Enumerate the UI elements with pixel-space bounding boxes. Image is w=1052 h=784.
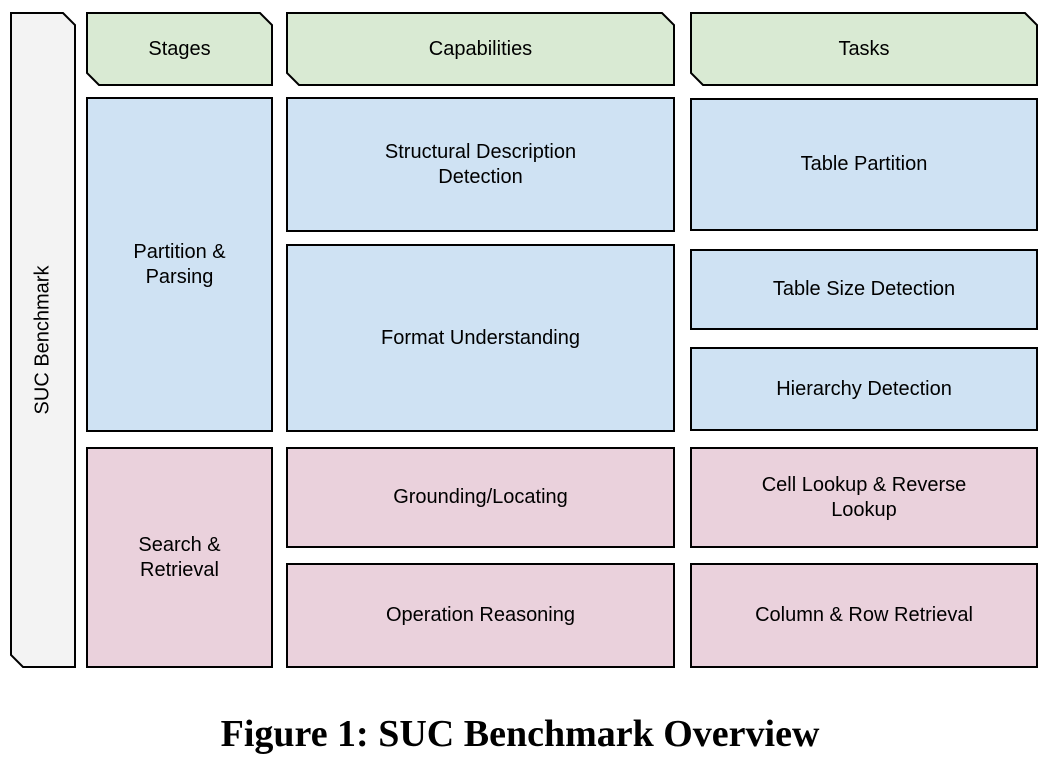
box-hierarchy-detection-label: Hierarchy Detection <box>776 377 952 400</box>
header-capabilities-label: Capabilities <box>428 37 533 60</box>
header-tasks-shape <box>690 12 1038 86</box>
box-table-size-detection: Table Size Detection <box>690 249 1038 330</box>
box-table-partition-label: Table Partition <box>800 153 928 175</box>
header-stages: Stages <box>86 12 273 86</box>
box-grounding-locating-label: Grounding/Locating <box>393 486 568 508</box>
box-partition-parsing: Partition & Parsing <box>86 97 273 432</box>
header-tasks-label: Tasks <box>838 37 890 60</box>
box-search-retrieval-label: Search & Retrieval <box>138 533 221 581</box>
box-table-size-detection-label: Table Size Detection <box>772 278 956 300</box>
box-column-row-retrieval: Column & Row Retrieval <box>690 563 1038 668</box>
box-cell-lookup-reverse-lookup-label: Cell Lookup & Reverse Lookup <box>761 473 967 521</box>
sidebar-suc-benchmark: SUC Benchmark <box>10 12 76 668</box>
box-grounding-locating: Grounding/Locating <box>286 447 675 548</box>
sidebar-label: SUC Benchmark <box>31 265 54 415</box>
box-column-row-retrieval-label: Column & Row Retrieval <box>755 604 973 626</box>
sidebar-shape <box>10 12 76 668</box>
box-search-retrieval: Search & Retrieval <box>86 447 273 668</box>
box-hierarchy-detection: Hierarchy Detection <box>690 347 1038 431</box>
box-operation-reasoning: Operation Reasoning <box>286 563 675 668</box>
box-partition-parsing-label: Partition & Parsing <box>133 240 226 288</box>
box-structural-description-detection-label: Structural Description Detection <box>384 140 577 188</box>
box-structural-description-detection: Structural Description Detection <box>286 97 675 232</box>
header-capabilities-shape <box>286 12 675 86</box>
header-stages-label: Stages <box>148 37 211 60</box>
box-operation-reasoning-label: Operation Reasoning <box>385 604 575 626</box>
header-capabilities: Capabilities <box>286 12 675 86</box>
header-tasks: Tasks <box>690 12 1038 86</box>
figure-caption: Figure 1: SUC Benchmark Overview <box>220 713 820 755</box>
box-format-understanding-label: Format Understanding <box>381 326 580 349</box>
box-table-partition: Table Partition <box>690 98 1038 231</box>
box-format-understanding: Format Understanding <box>286 244 675 432</box>
header-stages-shape <box>86 12 273 86</box>
box-cell-lookup-reverse-lookup: Cell Lookup & Reverse Lookup <box>690 447 1038 548</box>
